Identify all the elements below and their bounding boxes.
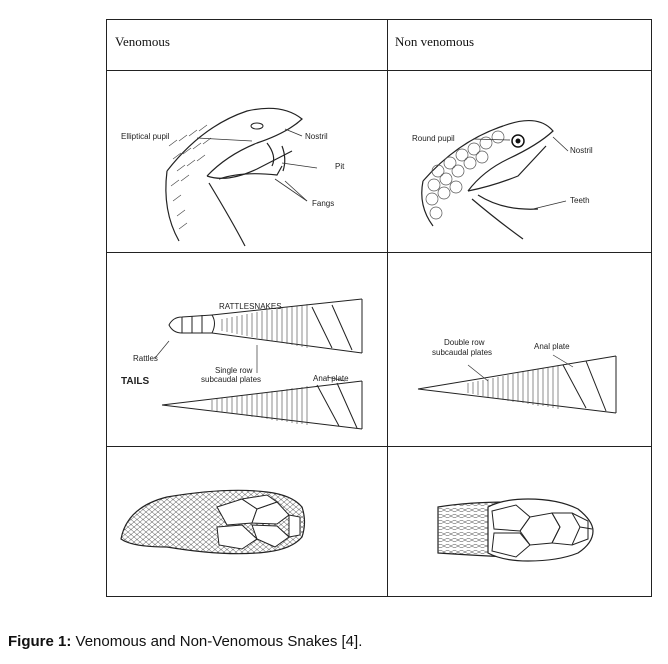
venomous-head-top-cell	[107, 447, 387, 597]
label-nostril-non-venomous: Nostril	[570, 146, 593, 155]
label-rattlesnakes: RATTLESNAKES	[219, 302, 282, 311]
non-venomous-head-top-illustration	[437, 498, 594, 562]
label-subcaudal-venomous: subcaudal plates	[201, 375, 261, 384]
label-nostril-venomous: Nostril	[305, 132, 328, 141]
row-divider-1	[107, 252, 651, 253]
column-divider	[387, 20, 388, 596]
non-venomous-head-top-cell	[388, 447, 653, 597]
label-teeth: Teeth	[570, 196, 590, 205]
figure-table: Venomous Non venomous	[106, 19, 652, 597]
caption-text: Venomous and Non-Venomous Snakes [4].	[71, 633, 363, 650]
non-venomous-head-outline	[487, 498, 594, 562]
label-tails: TAILS	[121, 376, 149, 387]
label-rattles: Rattles	[133, 354, 158, 363]
venomous-head-cell: Elliptical pupil Nostril Pit Fangs	[107, 71, 387, 252]
elliptical-pupil-mark	[250, 122, 264, 130]
non-venomous-head-illustration: Round pupil Nostril Teeth	[412, 120, 593, 240]
header-row-divider	[107, 70, 651, 71]
round-pupil-center	[515, 138, 521, 144]
header-non-venomous: Non venomous	[395, 34, 475, 49]
venomous-head-top-illustration	[120, 489, 306, 555]
venomous-head-illustration: Elliptical pupil Nostril Pit Fangs	[121, 107, 345, 247]
caption-label: Figure 1:	[8, 633, 72, 650]
label-round-pupil: Round pupil	[412, 134, 455, 143]
header-venomous: Venomous	[115, 34, 170, 49]
row-divider-2	[107, 446, 651, 447]
non-venomous-head-cell: Round pupil Nostril Teeth	[388, 71, 653, 252]
venomous-tails-cell: RATTLESNAKES Rattles TAILS Single row su…	[107, 253, 387, 446]
label-anal-plate-venomous: Anal plate	[313, 374, 349, 383]
label-subcaudal-non-venomous: subcaudal plates	[432, 348, 492, 357]
label-elliptical-pupil: Elliptical pupil	[121, 132, 170, 141]
figure-caption: Figure 1: Venomous and Non-Venomous Snak…	[8, 633, 362, 650]
rattlesnake-tails-illustration: RATTLESNAKES Rattles TAILS Single row su…	[121, 298, 363, 430]
non-venomous-tail-illustration: Double row subcaudal plates Anal plate	[417, 338, 617, 414]
label-pit: Pit	[335, 162, 345, 171]
label-single-row: Single row	[215, 366, 253, 375]
label-anal-plate-non-venomous: Anal plate	[534, 342, 570, 351]
non-venomous-tail-cell: Double row subcaudal plates Anal plate	[388, 253, 653, 446]
label-fangs: Fangs	[312, 199, 334, 208]
label-double-row: Double row	[444, 338, 485, 347]
round-pupil-mark	[511, 134, 525, 148]
